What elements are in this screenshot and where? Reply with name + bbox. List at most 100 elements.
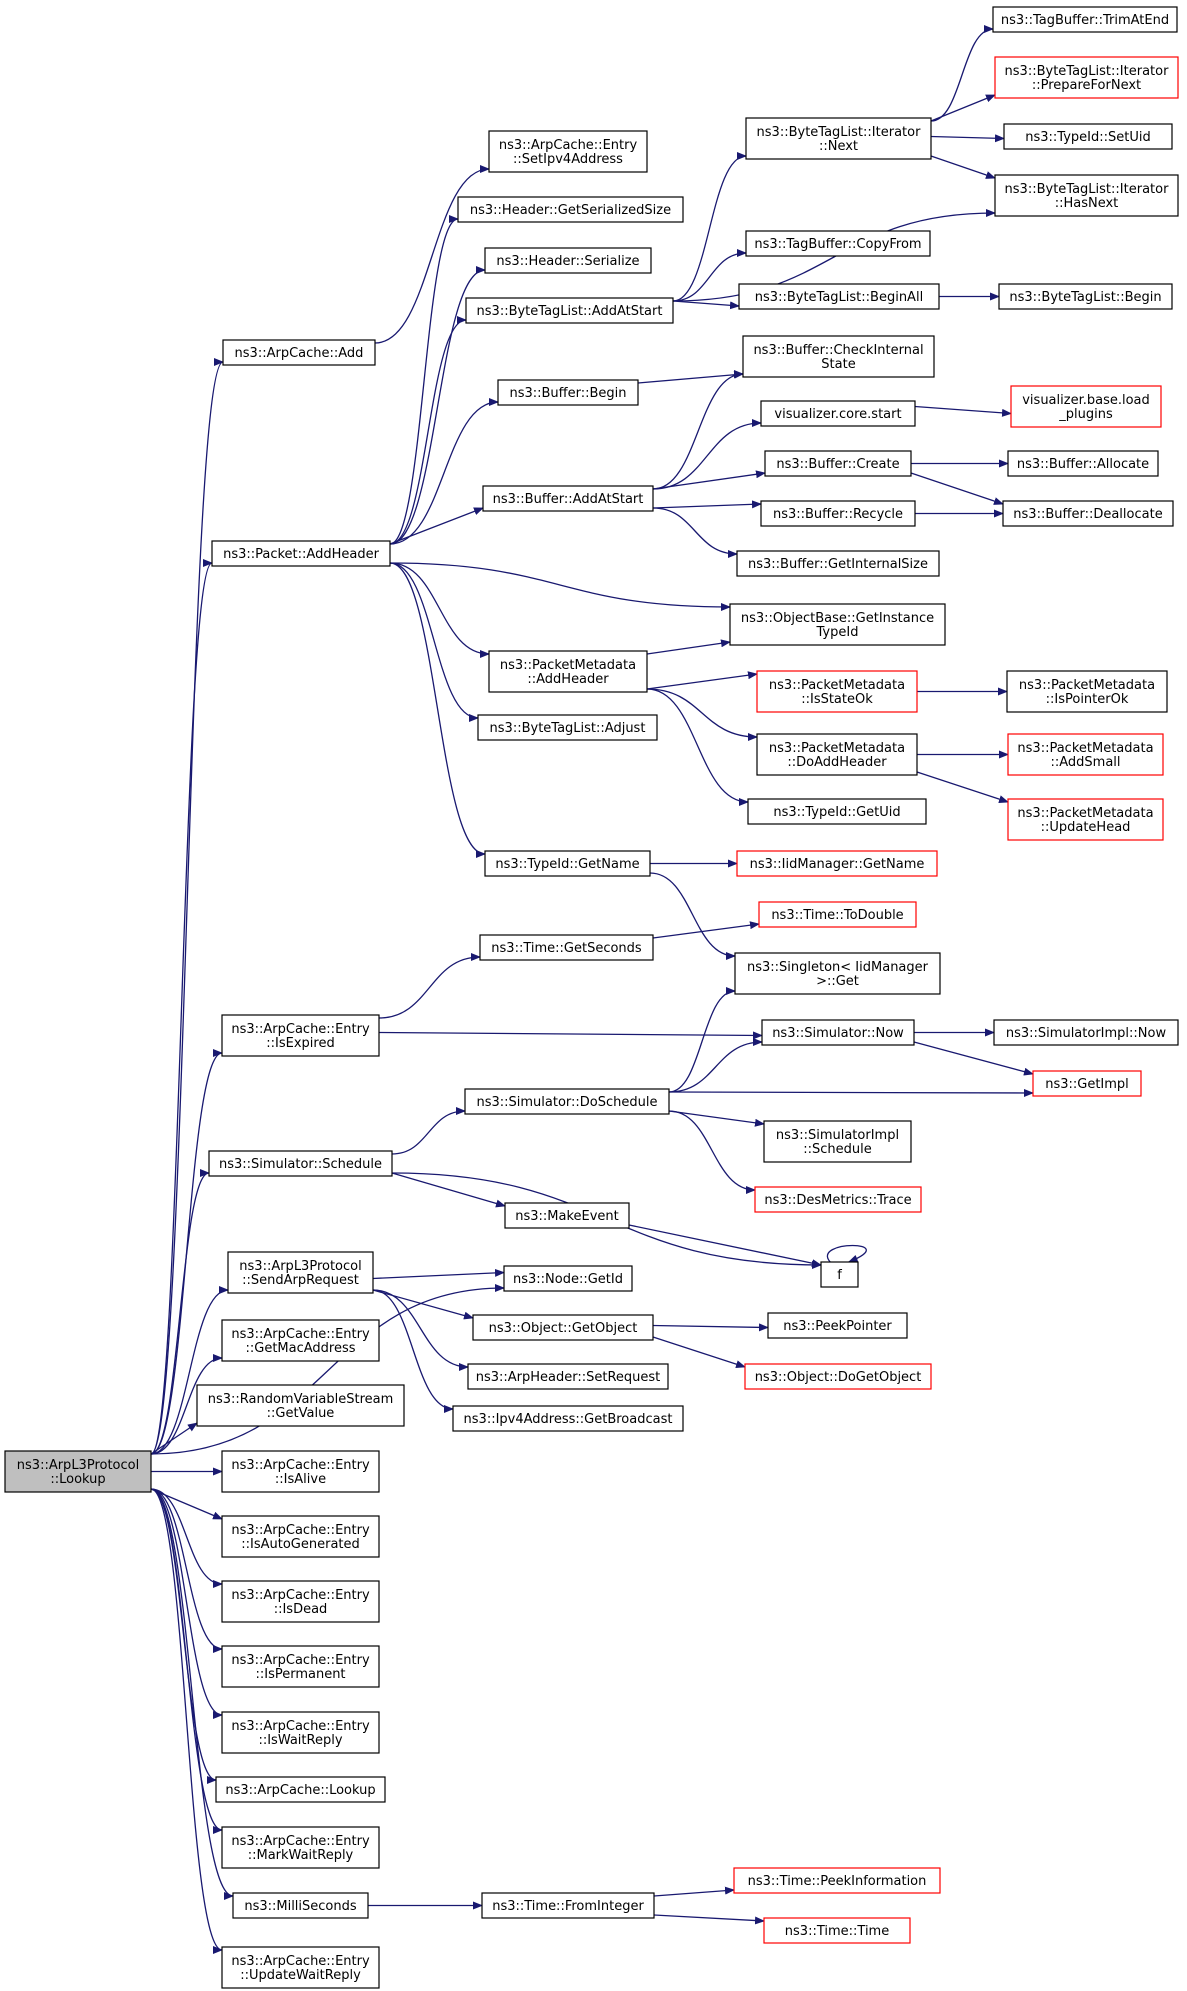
edge-btli-next-to-tagbuffer-trim	[930, 25, 994, 122]
node-btli-hasnext[interactable]: ns3::ByteTagList::Iterator::HasNext	[994, 174, 1179, 217]
node-buffer-allocate[interactable]: ns3::Buffer::Allocate	[1007, 450, 1159, 477]
node-header-ser[interactable]: ns3::Header::Serialize	[484, 247, 652, 274]
node-sim-schedule[interactable]: ns3::Simulator::Schedule	[208, 1150, 393, 1177]
node-buffer-dealloc[interactable]: ns3::Buffer::Deallocate	[1002, 500, 1174, 527]
node-label-line: ns3::ByteTagList::Iterator	[757, 125, 922, 140]
node-entry-markwait[interactable]: ns3::ArpCache::Entry::MarkWaitReply	[221, 1826, 380, 1869]
node-entry-isperm[interactable]: ns3::ArpCache::Entry::IsPermanent	[221, 1645, 380, 1688]
node-buffer-addatstart[interactable]: ns3::Buffer::AddAtStart	[482, 485, 654, 512]
node-milliseconds[interactable]: ns3::MilliSeconds	[232, 1892, 369, 1919]
node-time-peekinfo[interactable]: ns3::Time::PeekInformation	[733, 1867, 941, 1894]
edge-buffer-addatstart-to-vis-start	[652, 419, 762, 490]
node-label-line: _plugins	[1058, 407, 1113, 422]
node-f[interactable]: f	[820, 1261, 859, 1288]
node-buffer-getint[interactable]: ns3::Buffer::GetInternalSize	[736, 550, 940, 577]
node-time-time[interactable]: ns3::Time::Time	[763, 1917, 911, 1944]
edge-time-getseconds-to-time-todouble	[652, 921, 760, 939]
node-node-getid[interactable]: ns3::Node::GetId	[503, 1265, 633, 1292]
node-box	[754, 1186, 922, 1213]
node-pm-ispointerok[interactable]: ns3::PacketMetadata::IsPointerOk	[1006, 670, 1168, 713]
node-label-line: ns3::Buffer::Deallocate	[1013, 507, 1162, 522]
node-box	[221, 1450, 380, 1493]
node-sim-doschedule[interactable]: ns3::Simulator::DoSchedule	[464, 1088, 670, 1115]
node-entry-isexpired[interactable]: ns3::ArpCache::Entry::IsExpired	[221, 1014, 380, 1057]
node-buffer-recycle[interactable]: ns3::Buffer::Recycle	[760, 500, 916, 527]
node-pm-addheader[interactable]: ns3::PacketMetadata::AddHeader	[488, 650, 648, 693]
node-label-line: ::IsExpired	[266, 1036, 334, 1051]
node-rvs-getvalue[interactable]: ns3::RandomVariableStream::GetValue	[196, 1384, 405, 1427]
node-packet-addheader[interactable]: ns3::Packet::AddHeader	[211, 540, 391, 567]
node-entry-isalive[interactable]: ns3::ArpCache::Entry::IsAlive	[221, 1450, 380, 1493]
node-label-line: ::GetMacAddress	[245, 1341, 355, 1356]
edge-typeid-getname-to-singleton-get	[649, 872, 736, 960]
node-simimpl-schedule[interactable]: ns3::SimulatorImpl::Schedule	[763, 1120, 912, 1163]
node-box	[221, 1946, 380, 1989]
node-vis-load[interactable]: visualizer.base.load_plugins	[1010, 385, 1162, 428]
node-btl-beginall[interactable]: ns3::ByteTagList::BeginAll	[738, 283, 940, 310]
node-tagbuffer-copy[interactable]: ns3::TagBuffer::CopyFrom	[745, 230, 931, 257]
node-label-line: ns3::MakeEvent	[515, 1209, 619, 1224]
node-entry-isdead[interactable]: ns3::ArpCache::Entry::IsDead	[221, 1580, 380, 1623]
node-typeid-getname[interactable]: ns3::TypeId::GetName	[484, 850, 651, 877]
node-vis-start[interactable]: visualizer.core.start	[760, 400, 916, 427]
node-arphdr-setreq[interactable]: ns3::ArpHeader::SetRequest	[467, 1363, 669, 1390]
edge-sendarp-to-obj-getobject	[372, 1289, 474, 1320]
edge-root-to-sim-schedule	[150, 1169, 210, 1455]
node-obj-dogetobject[interactable]: ns3::Object::DoGetObject	[744, 1363, 932, 1390]
node-time-fromint[interactable]: ns3::Time::FromInteger	[481, 1892, 655, 1919]
node-desmetrics[interactable]: ns3::DesMetrics::Trace	[754, 1186, 922, 1213]
node-pm-addsmall[interactable]: ns3::PacketMetadata::AddSmall	[1007, 733, 1164, 776]
node-label-line: ns3::TypeId::GetUid	[773, 805, 900, 820]
node-pm-doadd[interactable]: ns3::PacketMetadata::DoAddHeader	[756, 733, 918, 776]
node-label-line: ns3::ObjectBase::GetInstance	[741, 611, 934, 626]
node-box	[758, 901, 917, 928]
node-buffer-begin[interactable]: ns3::Buffer::Begin	[497, 379, 639, 406]
node-sendarp[interactable]: ns3::ArpL3Protocol::SendArpRequest	[227, 1251, 374, 1294]
node-typeid-setuid[interactable]: ns3::TypeId::SetUid	[1003, 123, 1173, 150]
node-btl-addatstart[interactable]: ns3::ByteTagList::AddAtStart	[465, 297, 674, 324]
node-tagbuffer-trim[interactable]: ns3::TagBuffer::TrimAtEnd	[992, 6, 1178, 33]
node-label-line: ns3::TagBuffer::TrimAtEnd	[1001, 13, 1169, 28]
node-label-line: ::DoAddHeader	[787, 755, 887, 770]
node-simimpl-now[interactable]: ns3::SimulatorImpl::Now	[993, 1019, 1179, 1046]
node-box	[994, 174, 1179, 217]
node-btli-prepare[interactable]: ns3::ByteTagList::Iterator::PrepareForNe…	[994, 56, 1179, 99]
node-pm-isstateok[interactable]: ns3::PacketMetadata::IsStateOk	[756, 670, 918, 713]
node-entry-setipv4[interactable]: ns3::ArpCache::Entry::SetIpv4Address	[488, 130, 648, 173]
node-sim-now[interactable]: ns3::Simulator::Now	[761, 1019, 915, 1046]
node-time-getseconds[interactable]: ns3::Time::GetSeconds	[479, 934, 654, 961]
node-arpcache-lookup[interactable]: ns3::ArpCache::Lookup	[215, 1776, 386, 1803]
node-entry-isauto[interactable]: ns3::ArpCache::Entry::IsAutoGenerated	[221, 1515, 380, 1558]
node-obj-getobject[interactable]: ns3::Object::GetObject	[472, 1314, 654, 1341]
node-box	[488, 650, 648, 693]
node-label-line: ::AddHeader	[527, 672, 609, 687]
node-makeevent[interactable]: ns3::MakeEvent	[504, 1202, 630, 1229]
node-buffer-create[interactable]: ns3::Buffer::Create	[764, 450, 912, 477]
node-ipv4-getbcast[interactable]: ns3::Ipv4Address::GetBroadcast	[452, 1405, 684, 1432]
node-entry-getmac[interactable]: ns3::ArpCache::Entry::GetMacAddress	[221, 1319, 380, 1362]
node-pm-updatehead[interactable]: ns3::PacketMetadata::UpdateHead	[1007, 798, 1164, 841]
node-getimpl[interactable]: ns3::GetImpl	[1032, 1070, 1142, 1097]
node-singleton-get[interactable]: ns3::Singleton< IidManager>::Get	[734, 952, 941, 995]
edge-pm-doadd-to-pm-updatehead	[916, 771, 1009, 803]
node-iid-getname[interactable]: ns3::IidManager::GetName	[736, 850, 938, 877]
node-typeid-getuid[interactable]: ns3::TypeId::GetUid	[747, 798, 927, 825]
node-box	[479, 934, 654, 961]
node-arpcache-add[interactable]: ns3::ArpCache::Add	[222, 339, 376, 366]
node-box	[221, 1515, 380, 1558]
node-btl-begin[interactable]: ns3::ByteTagList::Begin	[998, 283, 1173, 310]
node-label-line: ns3::RandomVariableStream	[208, 1392, 394, 1407]
node-btl-adjust[interactable]: ns3::ByteTagList::Adjust	[477, 714, 658, 741]
node-root[interactable]: ns3::ArpL3Protocol::Lookup	[4, 1450, 152, 1493]
node-box	[484, 850, 651, 877]
node-peekpointer[interactable]: ns3::PeekPointer	[767, 1312, 908, 1339]
node-entry-iswait[interactable]: ns3::ArpCache::Entry::IsWaitReply	[221, 1711, 380, 1754]
node-label-line: ::MarkWaitReply	[248, 1848, 354, 1863]
node-time-todouble[interactable]: ns3::Time::ToDouble	[758, 901, 917, 928]
node-btli-next[interactable]: ns3::ByteTagList::Iterator::Next	[745, 117, 932, 160]
node-entry-updatewait[interactable]: ns3::ArpCache::Entry::UpdateWaitReply	[221, 1946, 380, 1989]
call-edges	[150, 25, 1034, 1954]
node-header-getser[interactable]: ns3::Header::GetSerializedSize	[457, 196, 684, 223]
